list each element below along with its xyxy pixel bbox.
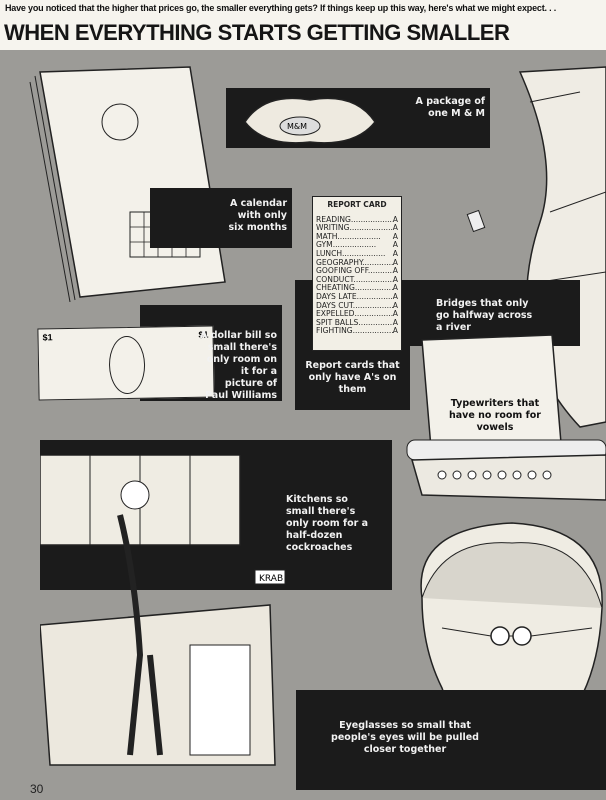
grade: A [392, 249, 398, 258]
report-card-caption: Report cards that only have A's on them [305, 360, 400, 395]
subject: CONDUCT.................. [316, 275, 393, 284]
grade: A [392, 327, 398, 336]
subject: WRITING.................. [316, 224, 393, 233]
subject: DAYS CUT.................. [316, 301, 393, 310]
report-card-row: FIGHTING..................A [316, 327, 398, 336]
subject: GOOFING OFF.................. [316, 267, 393, 276]
page-title: WHEN EVERYTHING STARTS GETTING SMALLER [4, 20, 510, 45]
report-card-row: CHEATING..................A [316, 284, 398, 293]
eyeglasses-caption: Eyeglasses so small that people's eyes w… [331, 720, 479, 755]
typewriter-caption: Typewriters that have no room for vowels [448, 398, 541, 433]
grade: A [392, 310, 398, 319]
grade: A [392, 284, 398, 293]
kitchen-caption: Kitchens so small there's only room for … [286, 494, 369, 553]
typewriter-illustration [406, 334, 606, 501]
report-card-row: WRITING..................A [316, 224, 398, 233]
report-card-row: READING..................A [316, 216, 398, 225]
page-number: 30 [30, 782, 44, 796]
header: Have you noticed that the higher that pr… [0, 0, 606, 50]
subject: SPIT BALLS.................. [316, 318, 393, 327]
report-card-row: CONDUCT..................A [316, 276, 398, 285]
subject: EXPELLED.................. [316, 310, 393, 319]
grade: A [392, 292, 398, 301]
subject: DAYS LATE.................. [316, 292, 393, 301]
portrait [108, 335, 146, 395]
grade: A [392, 215, 398, 224]
krab-sign: KRAB [259, 574, 283, 584]
calendar-panel [150, 188, 292, 248]
report-card-row: LUNCH.................. A [316, 250, 398, 259]
report-card-row: SPIT BALLS..................A [316, 319, 398, 328]
report-card-row: MATH.................. A [316, 233, 398, 242]
subject: CHEATING.................. [316, 284, 393, 293]
report-card-row: DAYS LATE..................A [316, 293, 398, 302]
mm-caption: A package of one M & M [415, 96, 485, 119]
report-card-row: GEOGRAPHY..................A [316, 259, 398, 268]
bridge-caption: Bridges that only go halfway across a ri… [436, 298, 533, 333]
eyeglasses-panel [296, 690, 606, 790]
subject: GYM.................. [316, 241, 377, 250]
subject: FIGHTING.................. [316, 327, 393, 336]
grade: A [392, 301, 398, 310]
subject: GEOGRAPHY.................. [316, 258, 393, 267]
subject: READING.................. [316, 215, 393, 224]
grade: A [392, 258, 398, 267]
subject: MATH.................. [316, 232, 381, 241]
report-card-row: DAYS CUT..................A [316, 302, 398, 311]
mm-package-illustration: M&M [244, 97, 376, 144]
denomination: $1 [42, 332, 53, 343]
grade: A [392, 224, 398, 233]
report-card-row: GYM.................. A [316, 241, 398, 250]
calendar-illustration [29, 66, 226, 302]
report-card-row: EXPELLED..................A [316, 310, 398, 319]
calendar-caption: A calendar with only six months [228, 198, 288, 233]
mm-label: M&M [287, 122, 307, 131]
subject: LUNCH.................. [316, 249, 386, 258]
dollar-bill-illustration: $1 $1 [37, 325, 215, 401]
report-card-title: REPORT CARD [327, 200, 387, 209]
grade: A [392, 275, 398, 284]
eyeglasses-icon [441, 626, 593, 646]
grade: A [392, 232, 398, 241]
kitchen-illustration: KRAB [40, 455, 286, 766]
grade: A [392, 318, 398, 327]
intro-text: Have you noticed that the higher that pr… [5, 3, 556, 13]
report-card-row: GOOFING OFF..................A [316, 267, 398, 276]
dollar-caption: A dollar bill so small there's only room… [200, 330, 277, 401]
grade: A [392, 241, 398, 250]
grade: A [392, 267, 398, 276]
